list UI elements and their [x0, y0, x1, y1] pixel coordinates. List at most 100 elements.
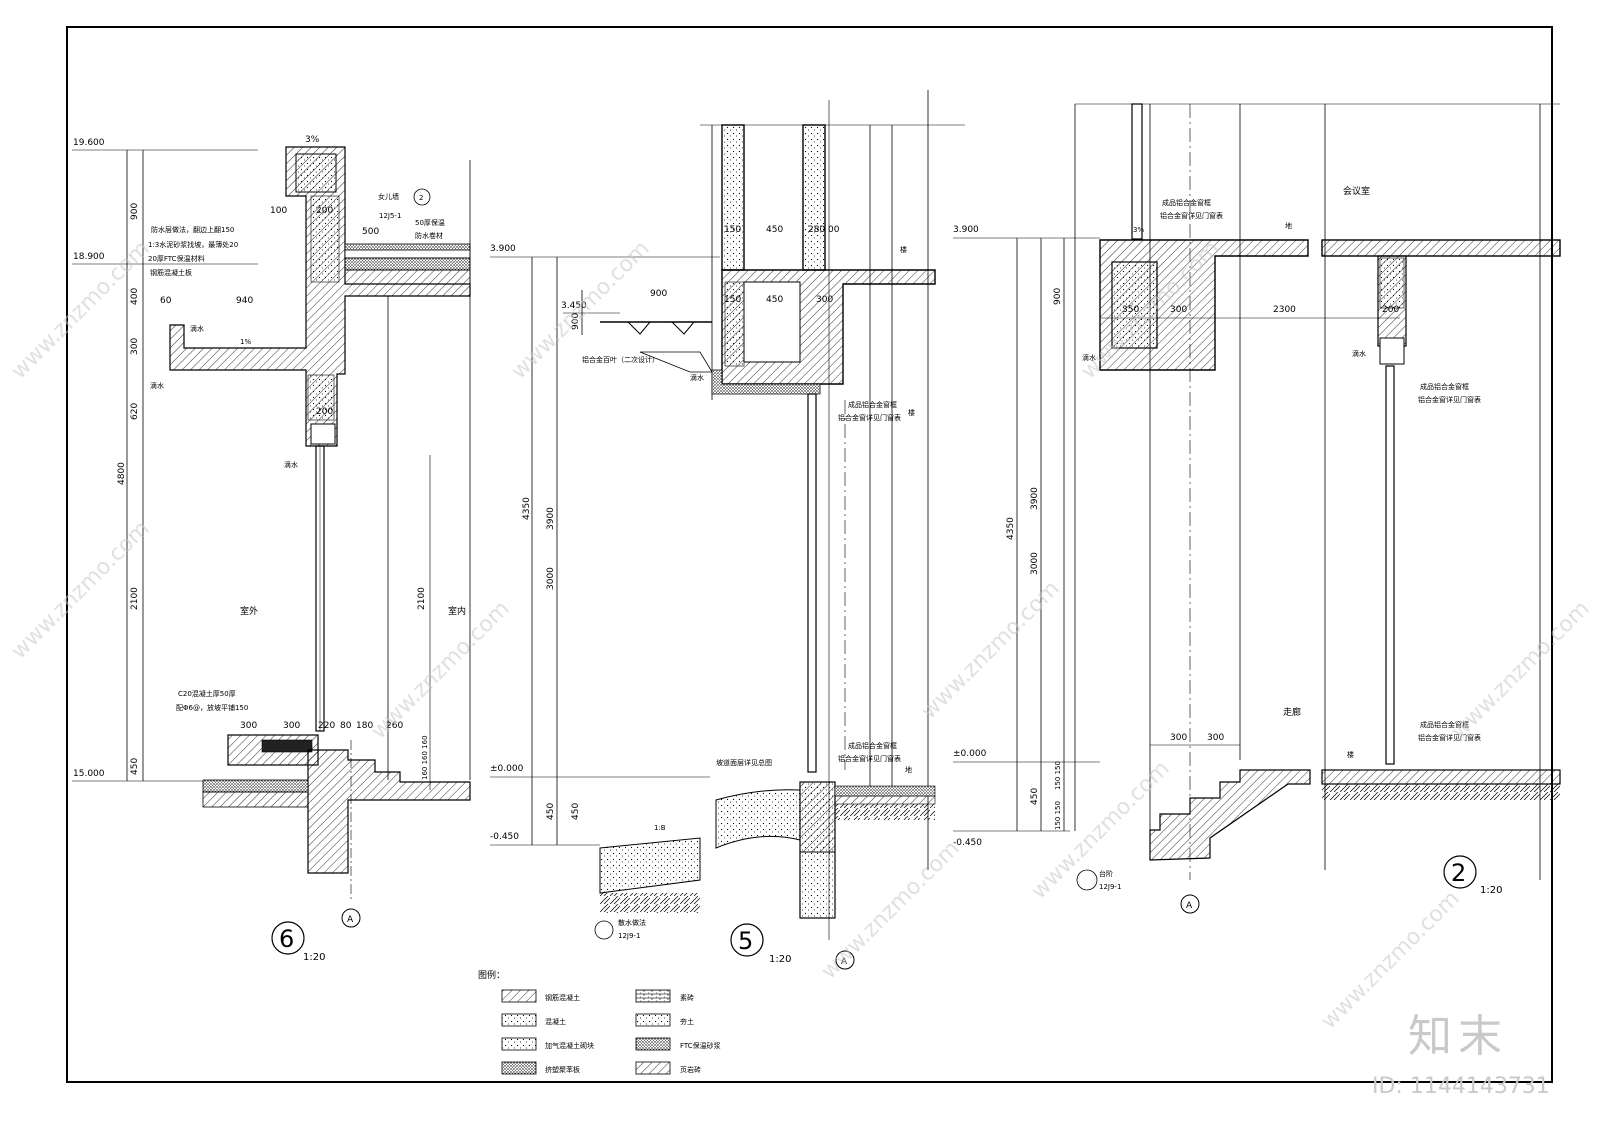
dim-2300: 2300 [1273, 305, 1296, 315]
dim-450d: 450 [766, 295, 783, 305]
layer-2: 1:3水泥砂浆找坡，最薄处20 [148, 240, 238, 249]
label-corridor: 走廊 [1283, 706, 1301, 718]
watermark-5: www.znzmo.com [817, 836, 965, 984]
dim-3000b: 3000 [1030, 552, 1040, 575]
watermark-3: www.znzmo.com [367, 596, 515, 744]
window-note-c: 成品铝合金窗框 [848, 741, 897, 750]
floor-label-5: 楼 [1347, 750, 1354, 759]
legend-title: 图例： [478, 969, 505, 981]
detail-2: 3.900 ±0.000 -0.450 4350 3900 3000 900 4… [953, 103, 1561, 914]
elevation-3900b: 3.900 [953, 225, 979, 235]
elevation-18900: 18.900 [73, 252, 105, 262]
floor-label-4: 地 [1285, 221, 1292, 230]
detail-2-number: 2 [1451, 859, 1466, 887]
elevation-15000: 15.000 [73, 769, 105, 779]
ramp-note: 坡道面层详见总图 [716, 758, 772, 767]
dim-3900: 3900 [546, 507, 556, 530]
drip-note: 滴水 [190, 324, 204, 333]
detail-5-number: 5 [738, 927, 753, 955]
dim-620: 620 [130, 403, 140, 420]
dim-300a: 300 [240, 721, 257, 731]
dim-500: 500 [362, 227, 379, 237]
slope-3pct: 3% [305, 135, 320, 145]
dim-400: 400 [130, 288, 140, 305]
drip-label-4: 滴水 [1082, 353, 1096, 362]
drip-label-2: 滴水 [284, 460, 298, 469]
stair-ref-2: 12J9-1 [1099, 883, 1121, 891]
label-meeting: 会议室 [1343, 185, 1370, 197]
dim-260: 260 [386, 721, 403, 731]
detail-5: 3.900 3.450 ±0.000 -0.450 4350 3900 3000… [490, 90, 965, 970]
slope-3pct-2: 3% [1133, 226, 1144, 234]
detail-6-scale: 1:20 [303, 952, 325, 963]
dim-3000: 3000 [546, 567, 556, 590]
c20-note-2: 配Φ6@，放坡平铺150 [176, 703, 248, 712]
dim-180: 180 [356, 721, 373, 731]
drain-ref-2: 12J9-1 [618, 932, 640, 940]
image-id: ID: 1144143731 [1372, 1074, 1550, 1099]
dim-450c: 450 [766, 225, 783, 235]
louver-note: 铝合金百叶（二次设计） [582, 355, 659, 364]
legend-item-7: FTC保温砂浆 [680, 1041, 721, 1050]
dim-2100: 2100 [130, 587, 140, 610]
legend-item-2: 混凝土 [545, 1017, 566, 1026]
dim-80: 80 [340, 721, 352, 731]
detail-5-scale: 1:20 [769, 954, 791, 965]
window-note-a: 成品铝合金窗框 [848, 400, 897, 409]
dim-220: 220 [318, 721, 335, 731]
dim-4350b: 4350 [1006, 517, 1016, 540]
dim-200c: 200 [1382, 305, 1399, 315]
elevation-3450: 3.450 [561, 301, 587, 311]
dim-940: 940 [236, 296, 253, 306]
ref-12j5: 12J5-1 [379, 212, 401, 220]
legend-item-5: 素砖 [680, 993, 694, 1002]
label-indoor: 室内 [448, 605, 466, 617]
window-note-g: 成品铝合金窗框 [1420, 382, 1469, 391]
axis-a-2: A [841, 957, 848, 967]
elevation-0b: ±0.000 [953, 749, 987, 759]
dim-300d: 300 [1170, 305, 1187, 315]
dim-3900b: 3900 [1030, 487, 1040, 510]
legend-item-6: 夯土 [680, 1017, 694, 1026]
window-note-h: 铝合金窗详见门窗表 [1418, 395, 1481, 404]
layer-insulation: 50厚保温 [415, 218, 445, 227]
dim-900b: 900 [571, 313, 581, 330]
dim-200a: 200 [316, 206, 333, 216]
dim-60: 60 [160, 296, 172, 306]
elevation-3900: 3.900 [490, 244, 516, 254]
legend-item-3: 加气混凝土砌块 [545, 1041, 594, 1050]
elevation-minus450: -0.450 [490, 832, 519, 842]
label-outdoor: 室外 [240, 605, 258, 617]
stair-ref: 台阶 [1099, 869, 1113, 878]
elevation-0: ±0.000 [490, 764, 524, 774]
axis-a-1: A [347, 915, 354, 925]
floor-label-2: 楼 [908, 408, 915, 417]
c20-note-1: C20混凝土厚50厚 [178, 689, 236, 698]
dim-200b: 200 [316, 407, 333, 417]
axis-a-3: A [1186, 901, 1193, 911]
dim-450e: 450 [1030, 788, 1040, 805]
watermark-6: www.znzmo.com [917, 576, 1065, 724]
layer-1: 防水层做法，翻边上翻150 [151, 225, 234, 234]
floor-label-1: 楼 [900, 245, 907, 254]
dim-300f: 300 [1207, 733, 1224, 743]
legend-item-4: 挤塑聚苯板 [545, 1065, 580, 1074]
dim-450b: 450 [571, 803, 581, 820]
dim-160: 160 160 160 [421, 735, 429, 780]
dim-300c: 300 [816, 295, 833, 305]
slope-1pct: 1% [240, 338, 251, 346]
dim-2100b: 2100 [417, 587, 427, 610]
dim-2800: 280 00 [808, 225, 840, 235]
dim-450a: 450 [546, 803, 556, 820]
dim-150b: 150 [724, 295, 741, 305]
legend-item-8: 页岩砖 [680, 1065, 701, 1074]
brand-logo: 知末 [1408, 1011, 1508, 1062]
dim-300e: 300 [1170, 733, 1187, 743]
parapet-ref: 女儿墙 [378, 192, 399, 201]
slope-1b: 1:B [654, 824, 666, 832]
layer-membrane: 防水卷材 [415, 231, 443, 240]
dim-900d: 900 [1053, 288, 1063, 305]
elevation-minus450b: -0.450 [953, 838, 982, 848]
drip-label-5: 滴水 [1352, 349, 1366, 358]
